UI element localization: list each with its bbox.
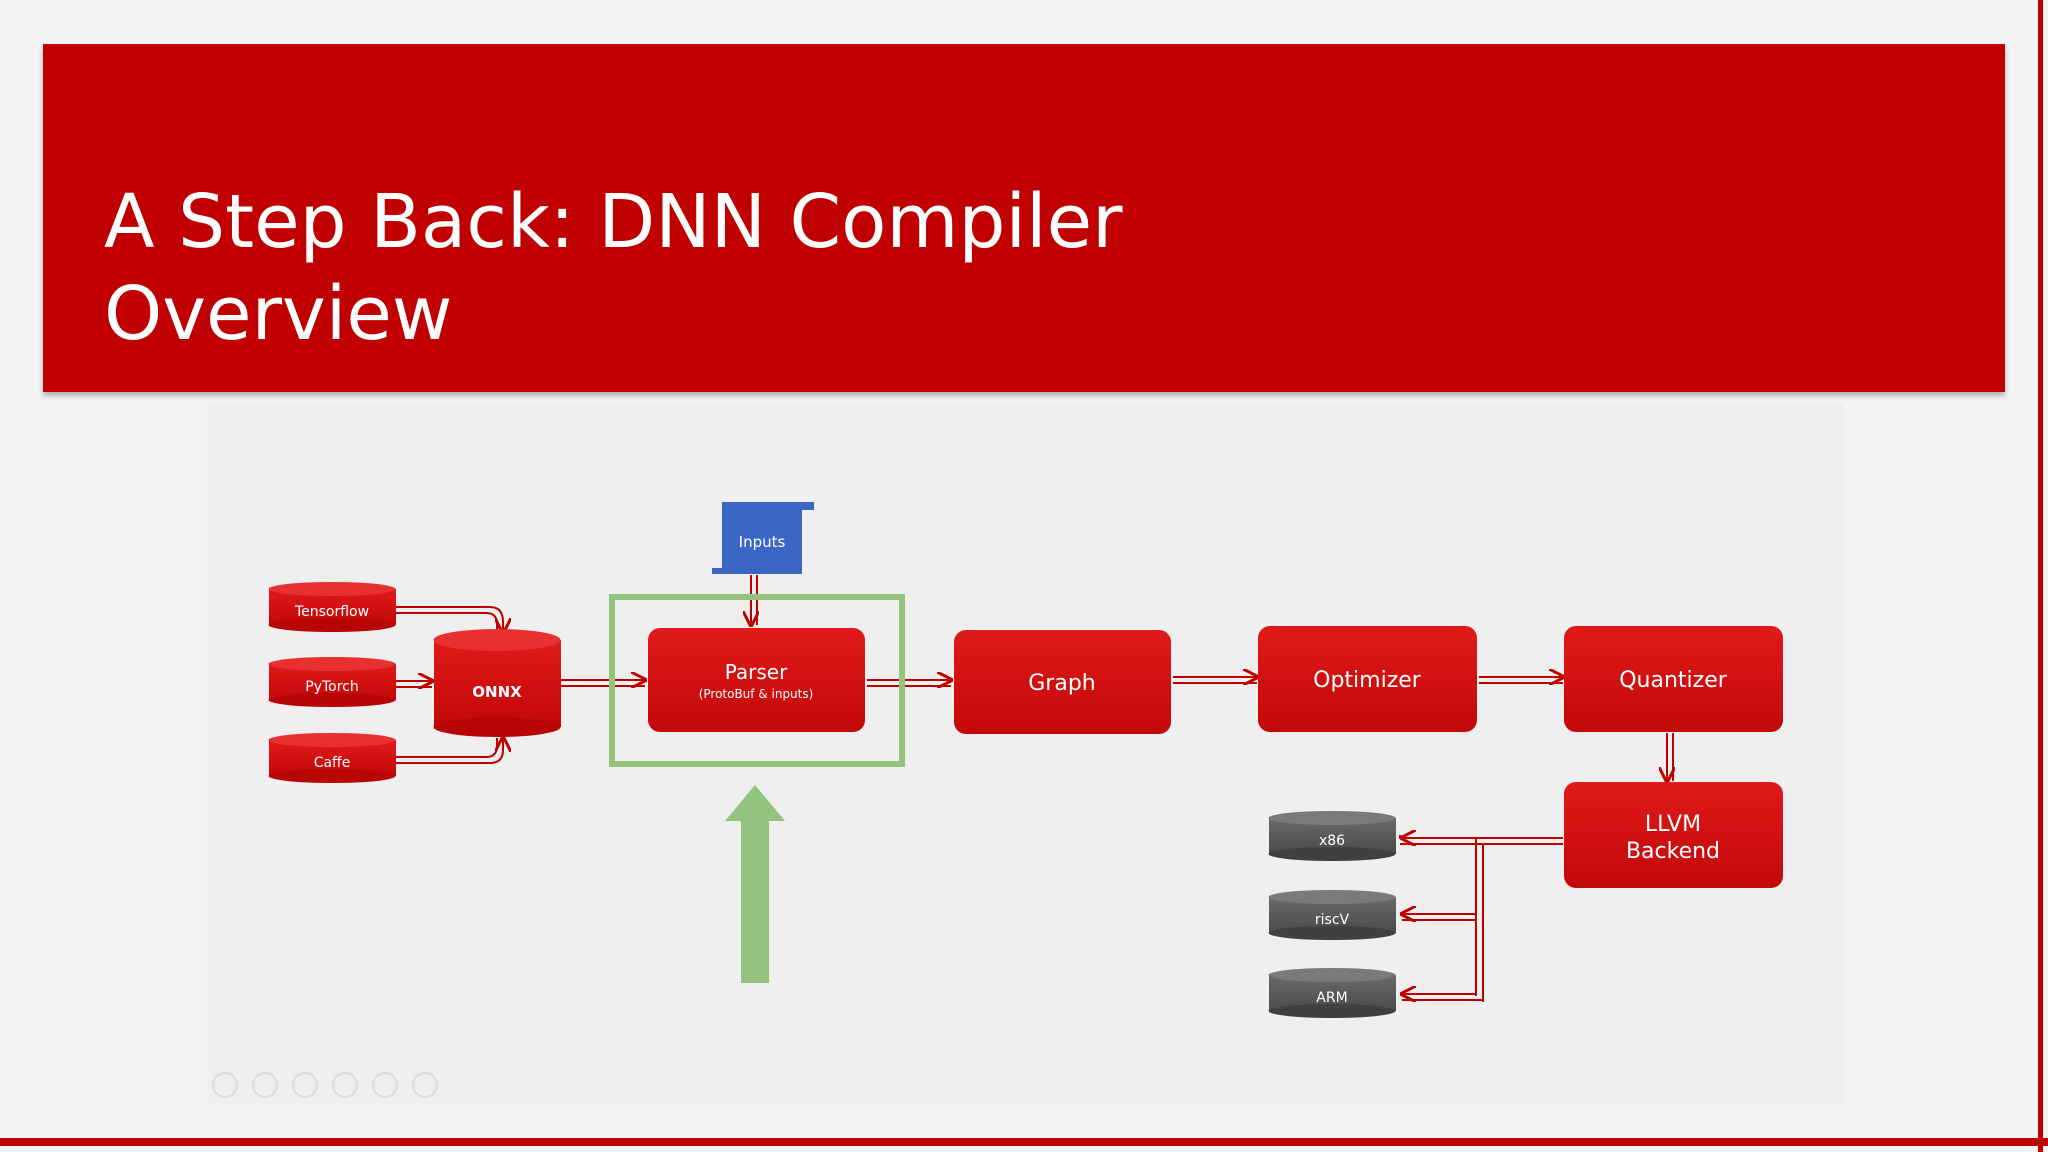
slides-control-icon[interactable] bbox=[332, 1072, 358, 1098]
target-cylinder: ARM bbox=[1268, 968, 1396, 1018]
framework-cylinder: PyTorch bbox=[268, 657, 396, 707]
framework-cylinder: Caffe bbox=[268, 733, 396, 783]
framework-label: Caffe bbox=[314, 755, 351, 771]
inputs-node: Inputs bbox=[712, 502, 814, 574]
graph-node: Graph bbox=[954, 630, 1171, 734]
optimizer-label: Optimizer bbox=[1313, 668, 1422, 693]
framework-label: Tensorflow bbox=[294, 604, 369, 620]
backend-label-line2: Backend bbox=[1626, 839, 1720, 864]
target-label: x86 bbox=[1319, 833, 1345, 849]
target-cylinder: x86 bbox=[1268, 811, 1396, 861]
slide-title: A Step Back: DNN Compiler Overview bbox=[104, 179, 1123, 357]
parser-sublabel: (ProtoBuf & inputs) bbox=[699, 687, 814, 701]
onnx-cylinder: ONNX bbox=[433, 629, 561, 737]
optimizer-node: Optimizer bbox=[1258, 626, 1477, 732]
target-cylinder: riscV bbox=[1268, 890, 1396, 940]
next-slide-control-icon[interactable] bbox=[252, 1072, 278, 1098]
onnx-label: ONNX bbox=[472, 683, 522, 701]
prev-slide-control-icon[interactable] bbox=[212, 1072, 238, 1098]
right-edge-rule bbox=[2038, 0, 2043, 1152]
target-label: riscV bbox=[1315, 912, 1350, 928]
quantizer-node: Quantizer bbox=[1564, 626, 1783, 732]
more-options-control-icon[interactable] bbox=[412, 1072, 438, 1098]
graph-label: Graph bbox=[1028, 671, 1095, 696]
llvm-backend-node: LLVM Backend bbox=[1564, 782, 1783, 888]
parser-label: Parser bbox=[725, 660, 788, 684]
quantizer-label: Quantizer bbox=[1619, 668, 1728, 693]
title-banner bbox=[43, 44, 2005, 392]
framework-label: PyTorch bbox=[305, 679, 358, 695]
framework-cylinder: Tensorflow bbox=[268, 582, 396, 632]
inputs-label: Inputs bbox=[739, 533, 786, 551]
pen-control-icon[interactable] bbox=[292, 1072, 318, 1098]
zoom-control-icon[interactable] bbox=[372, 1072, 398, 1098]
diagram-panel bbox=[208, 404, 1844, 1104]
parser-node: Parser (ProtoBuf & inputs) bbox=[648, 628, 865, 732]
backend-label-line1: LLVM bbox=[1645, 812, 1701, 837]
target-label: ARM bbox=[1316, 990, 1347, 1006]
parser-highlight-box bbox=[609, 594, 905, 767]
green-up-arrow-icon bbox=[725, 785, 785, 983]
bottom-edge-rule bbox=[0, 1138, 2048, 1146]
